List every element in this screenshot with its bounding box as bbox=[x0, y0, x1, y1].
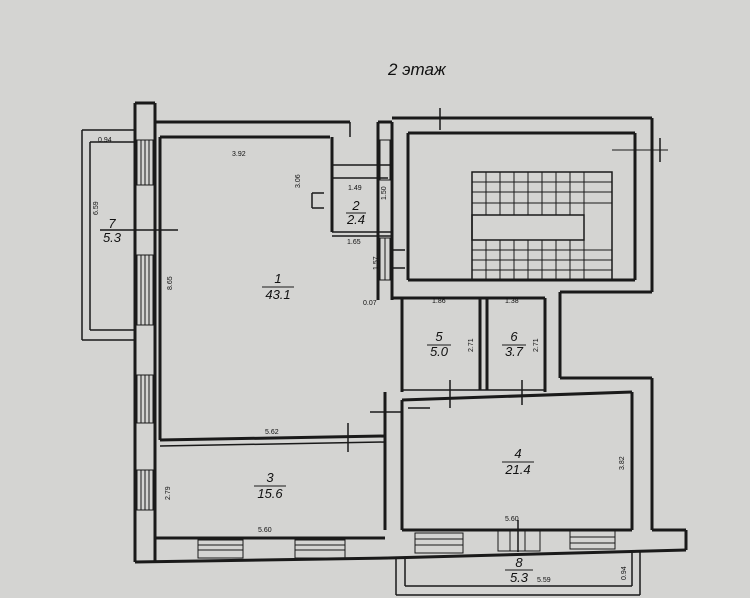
staircase bbox=[471, 149, 668, 281]
dimension-label: 0.07 bbox=[363, 300, 377, 307]
dimension-label: 1.49 bbox=[348, 185, 362, 192]
room-number: 3 bbox=[266, 470, 274, 485]
dimension-label: 1.50 bbox=[381, 186, 388, 200]
room-number: 6 bbox=[510, 329, 518, 344]
room-area: 5.3 bbox=[103, 230, 122, 245]
walls bbox=[81, 101, 688, 596]
dimension-label: 5.60 bbox=[258, 527, 272, 534]
dimension-label: 1.65 bbox=[347, 239, 361, 246]
room-area: 3.7 bbox=[505, 344, 524, 359]
room-label-3: 3 15.6 bbox=[254, 470, 286, 501]
windows-left bbox=[136, 139, 154, 511]
room-area: 2.4 bbox=[346, 212, 365, 227]
dimension-label: 6.59 bbox=[93, 201, 100, 215]
floor-title: 2 этаж bbox=[387, 60, 447, 79]
dimension-label: 8.65 bbox=[167, 276, 174, 290]
room-number: 5 bbox=[435, 329, 443, 344]
room-label-6: 6 3.7 bbox=[502, 329, 526, 359]
dimension-label: 1.86 bbox=[432, 298, 446, 305]
room-label-5: 5 5.0 bbox=[427, 329, 451, 359]
dimension-label: 3.06 bbox=[295, 174, 302, 188]
dimension-label: 2.71 bbox=[533, 338, 540, 352]
room-label-4: 4 21.4 bbox=[502, 446, 534, 477]
room-number: 8 bbox=[515, 555, 523, 570]
room-area: 5.3 bbox=[510, 570, 529, 585]
room-label-8: 8 5.3 bbox=[505, 555, 533, 585]
dimension-label: 3.82 bbox=[619, 456, 626, 470]
dimension-label: 1.38 bbox=[505, 298, 519, 305]
dimension-label: 2.71 bbox=[468, 338, 475, 352]
room-label-1: 1 43.1 bbox=[262, 271, 294, 302]
dimension-label: 1.57 bbox=[373, 256, 380, 270]
ticks bbox=[100, 108, 661, 552]
windows-bottom bbox=[197, 530, 616, 559]
dimension-labels: 0.94 3.92 3.06 1.49 1.50 1.65 1.57 6.59 … bbox=[93, 137, 628, 584]
dimension-label: 5.59 bbox=[537, 577, 551, 584]
room-number: 1 bbox=[274, 271, 281, 286]
room-number: 7 bbox=[108, 216, 116, 231]
dimension-label: 5.60 bbox=[505, 516, 519, 523]
dimension-label: 3.92 bbox=[232, 151, 246, 158]
dimension-label: 2.79 bbox=[165, 486, 172, 500]
room-number: 2 bbox=[351, 198, 360, 213]
room-area: 21.4 bbox=[504, 462, 530, 477]
room-area: 5.0 bbox=[430, 344, 449, 359]
dimension-label: 0.94 bbox=[621, 566, 628, 580]
windows-central bbox=[379, 139, 391, 281]
room-label-7: 7 5.3 bbox=[103, 216, 122, 245]
room-label-2: 2 2.4 bbox=[346, 198, 366, 227]
dimension-label: 0.94 bbox=[98, 137, 112, 144]
dimension-label: 5.62 bbox=[265, 429, 279, 436]
room-area: 15.6 bbox=[257, 486, 283, 501]
room-area: 43.1 bbox=[265, 287, 290, 302]
room-number: 4 bbox=[514, 446, 521, 461]
